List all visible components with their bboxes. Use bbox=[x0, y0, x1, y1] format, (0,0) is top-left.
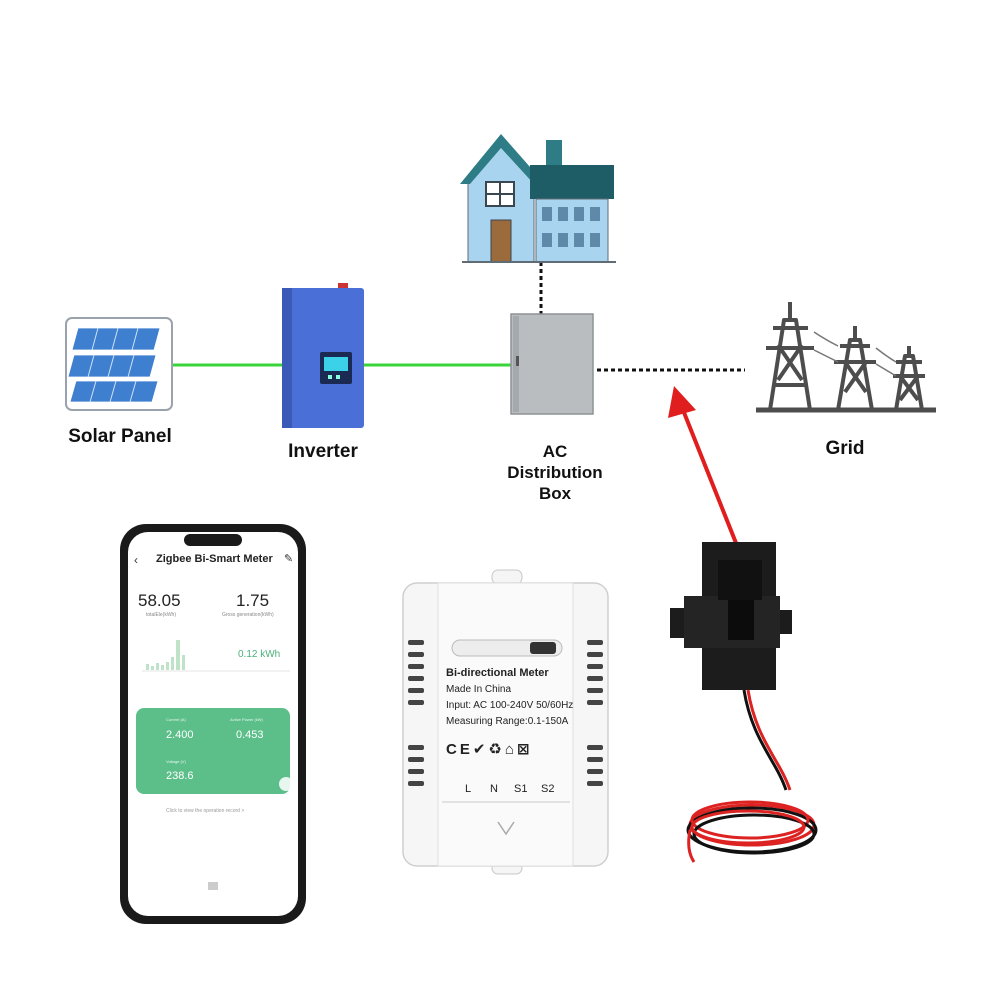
phone-voltage-value: 238.6 bbox=[166, 770, 194, 782]
phone-total-label: totalEle(kWh) bbox=[146, 612, 177, 618]
meter-device-icon bbox=[402, 569, 609, 875]
label-ac-line2: Distribution bbox=[507, 463, 603, 482]
label-grid: Grid bbox=[825, 438, 865, 459]
rohs-check-icon: ✔ bbox=[472, 741, 489, 758]
phone-power-label: Active Power (kW) bbox=[230, 717, 263, 722]
weee-bin-icon: ⊠ bbox=[516, 741, 533, 758]
grid-towers-icon bbox=[756, 302, 936, 413]
smartphone-icon bbox=[120, 524, 306, 924]
phone-gross-value: 1.75 bbox=[236, 591, 270, 610]
terminal-s1: S1 bbox=[514, 783, 528, 795]
meter-title: Bi-directional Meter bbox=[446, 667, 549, 679]
terminal-n: N bbox=[490, 783, 498, 795]
house-icon bbox=[460, 134, 616, 263]
phone-current-label: Current (A) bbox=[166, 717, 186, 722]
home-use-icon: ⌂ bbox=[504, 741, 517, 758]
phone-total-value: 58.05 bbox=[138, 591, 181, 610]
inverter-icon bbox=[282, 283, 364, 428]
phone-power-value: 0.453 bbox=[236, 729, 264, 741]
phone-gross-label: Gross generation(kWh) bbox=[222, 612, 274, 618]
phone-chart-value: 0.12 kWh bbox=[238, 649, 281, 660]
solar-panel-icon bbox=[65, 317, 173, 411]
phone-app-title: Zigbee Bi-Smart Meter bbox=[156, 553, 273, 565]
phone-edit-icon[interactable]: ✎ bbox=[284, 553, 294, 565]
label-inverter: Inverter bbox=[288, 441, 358, 462]
meter-range-spec: Measuring Range:0.1-150A bbox=[446, 716, 569, 727]
label-solar-panel: Solar Panel bbox=[68, 426, 172, 447]
meter-made-in: Made In China bbox=[446, 684, 512, 695]
label-ac-line3: Box bbox=[538, 484, 572, 503]
ac-distribution-box-icon bbox=[510, 313, 594, 415]
measurement-arrow bbox=[668, 386, 738, 544]
meter-cert-icons: CE✔♻⌂⊠ bbox=[446, 740, 533, 758]
phone-record-link[interactable]: Click to view the operation record > bbox=[166, 808, 245, 814]
ce-mark-icon: CE bbox=[446, 741, 473, 758]
terminal-s2: S2 bbox=[541, 783, 555, 795]
phone-current-value: 2.400 bbox=[166, 729, 194, 741]
recycle-icon: ♻ bbox=[488, 741, 505, 758]
terminal-l: L bbox=[465, 783, 472, 795]
meter-input-spec: Input: AC 100-240V 50/60Hz bbox=[446, 700, 574, 711]
label-ac-distribution-box: AC Distribution Box bbox=[480, 441, 630, 504]
phone-back-icon[interactable]: ‹ bbox=[134, 553, 138, 567]
label-ac-line1: AC bbox=[542, 442, 568, 461]
current-clamp-icon bbox=[670, 542, 818, 863]
phone-voltage-label: Voltage (V) bbox=[166, 759, 186, 764]
